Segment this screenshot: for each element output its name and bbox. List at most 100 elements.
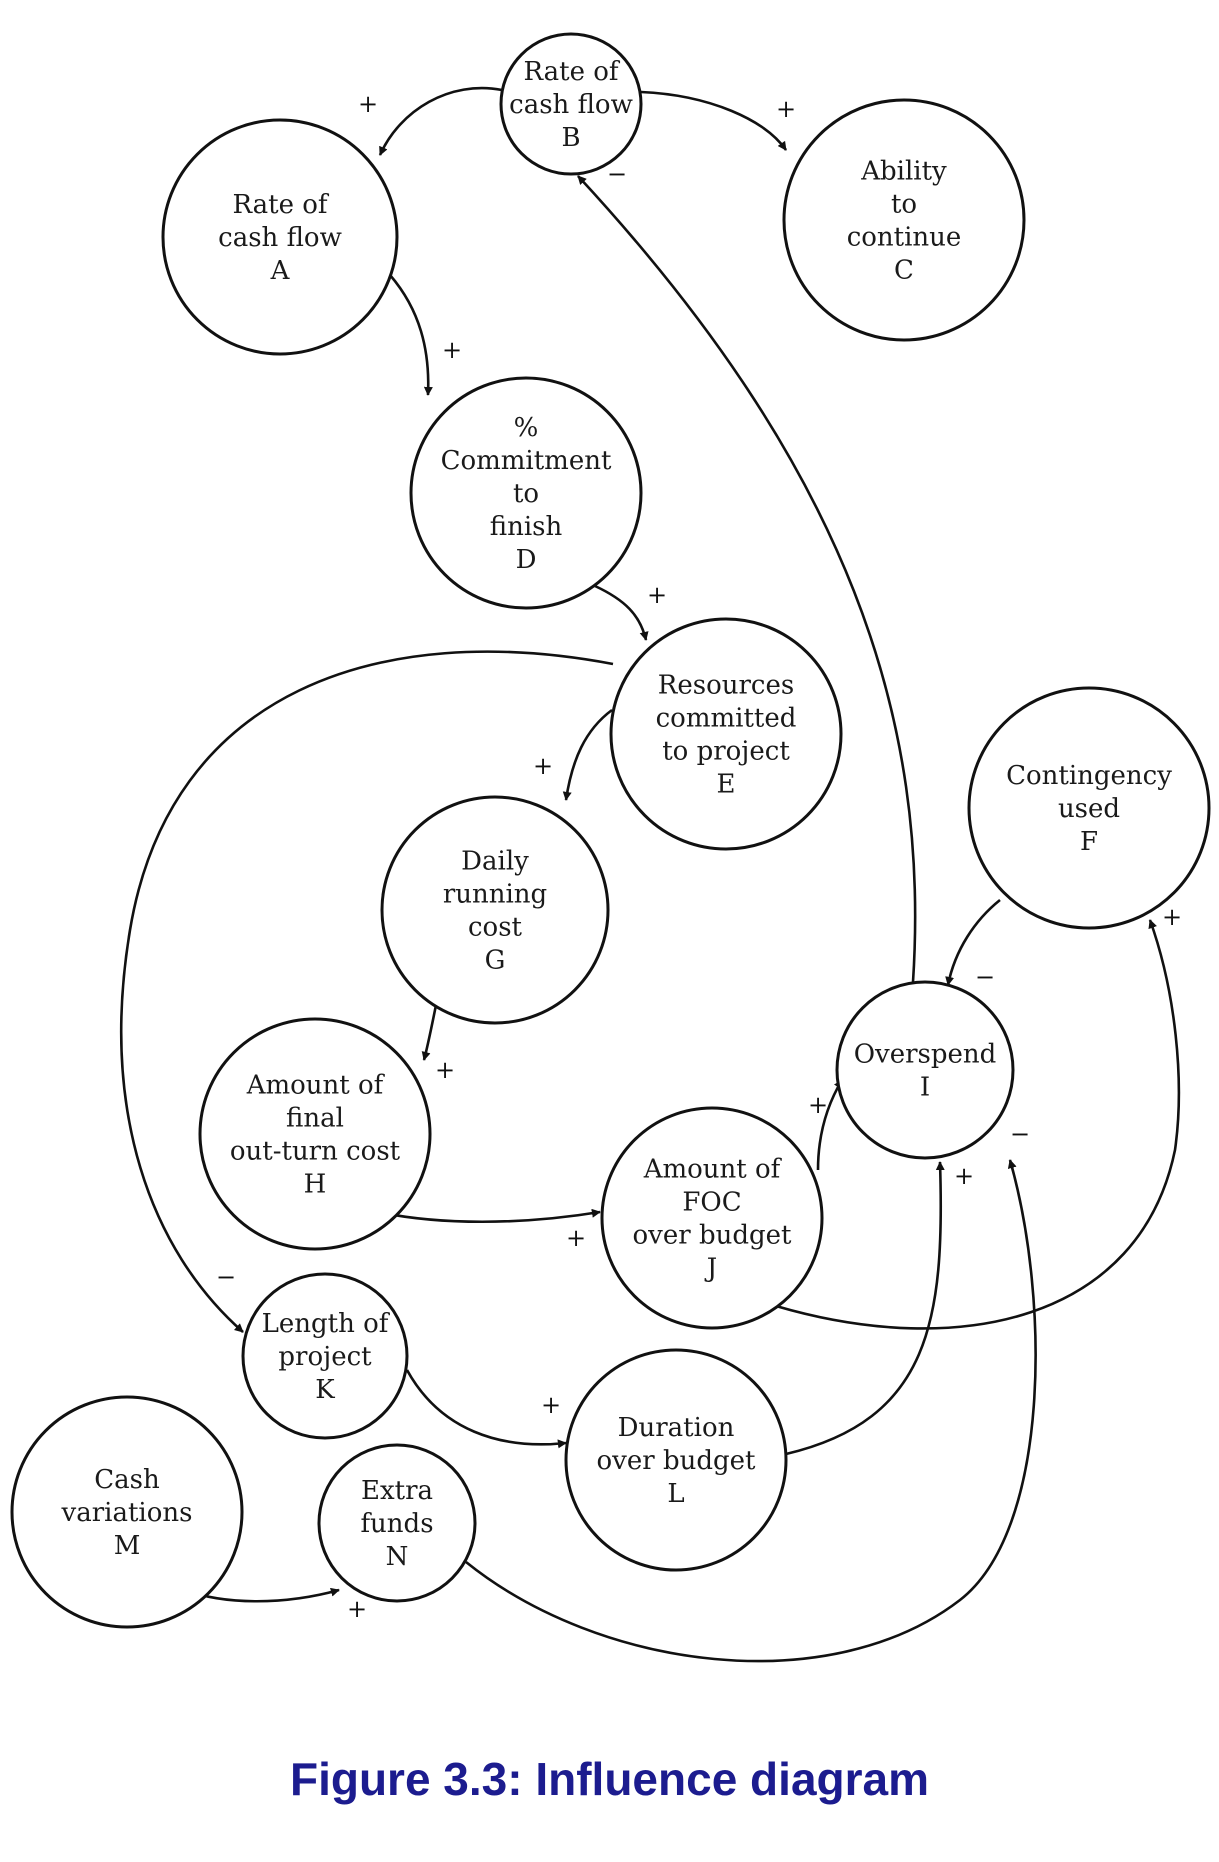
node-label-line: cash flow xyxy=(218,223,342,253)
node-label-line: Resources xyxy=(658,671,794,701)
node-label-line: project xyxy=(278,1342,372,1372)
node-label-line: Ability xyxy=(860,157,947,187)
node-label-line: funds xyxy=(360,1509,433,1539)
node-circle xyxy=(600,1106,824,1330)
edge-sign: + xyxy=(808,1091,828,1119)
node-label-line: F xyxy=(1080,827,1098,857)
node-circle xyxy=(967,686,1211,930)
node-circle xyxy=(609,617,843,851)
edge-sign: + xyxy=(647,581,667,609)
node-label-line: G xyxy=(485,946,506,976)
node-label-line: continue xyxy=(847,223,962,253)
node-label-line: final xyxy=(286,1104,344,1134)
node-circle xyxy=(161,118,399,356)
node-circle xyxy=(409,376,643,610)
node-circle xyxy=(10,1395,244,1629)
node-label-line: Commitment xyxy=(441,446,612,476)
edge-i-to-b xyxy=(577,175,917,983)
node-label-line: to xyxy=(891,190,917,220)
node-label-line: Daily xyxy=(461,847,529,877)
node-label-line: D xyxy=(516,545,537,575)
node-label-line: A xyxy=(270,256,291,286)
edge-sign: + xyxy=(347,1595,367,1623)
node-label-line: Cash xyxy=(94,1465,160,1495)
edge-sign: + xyxy=(435,1056,455,1084)
node-label-line: M xyxy=(114,1531,141,1561)
node-circle xyxy=(198,1017,432,1251)
edge-sign: − xyxy=(975,963,995,991)
node-circle xyxy=(241,1272,409,1440)
node-circle xyxy=(499,32,643,176)
node-label-line: I xyxy=(920,1073,930,1103)
edge-sign: + xyxy=(1162,903,1182,931)
node-label-line: Rate of xyxy=(523,57,620,87)
edge-n-to-i xyxy=(465,1159,1037,1663)
node-circle xyxy=(380,795,610,1025)
node-label-line: Contingency xyxy=(1006,761,1172,791)
edge-sign: + xyxy=(541,1391,561,1419)
node-label-line: Extra xyxy=(361,1476,433,1506)
node-label-line: to project xyxy=(662,737,790,767)
node-label-line: N xyxy=(386,1542,409,1572)
node-circle xyxy=(564,1348,788,1572)
node-label-line: over budget xyxy=(597,1446,756,1476)
node-label-line: Rate of xyxy=(232,190,329,220)
node-label-line: Length of xyxy=(262,1309,391,1339)
node-label-line: H xyxy=(304,1170,327,1200)
edge-sign: + xyxy=(776,95,796,123)
node-label-line: variations xyxy=(61,1498,193,1528)
edge-e-to-g xyxy=(562,708,613,801)
edge-k-to-l xyxy=(405,1369,567,1449)
node-label-line: Duration xyxy=(618,1413,735,1443)
edge-sign: + xyxy=(358,90,378,118)
edge-b-to-a xyxy=(378,86,503,156)
signs-layer: +++++−++++−−+++− xyxy=(216,90,1182,1623)
edge-sign: − xyxy=(607,160,627,188)
node-circle xyxy=(782,98,1026,342)
edges-layer xyxy=(120,86,1181,1663)
node-label-line: over budget xyxy=(633,1221,792,1251)
edge-d-to-e xyxy=(594,584,649,641)
node-label-line: to xyxy=(513,479,539,509)
node-label-line: B xyxy=(561,123,580,153)
node-label-line: finish xyxy=(490,512,563,542)
node-label-line: out-turn cost xyxy=(230,1137,401,1167)
node-label-line: L xyxy=(667,1479,684,1509)
node-label-line: % xyxy=(514,413,539,443)
edge-h-to-j xyxy=(377,1208,601,1224)
node-circle xyxy=(317,1443,477,1603)
edge-l-to-i xyxy=(785,1161,945,1456)
edge-g-to-h xyxy=(421,1004,438,1061)
node-label-line: C xyxy=(894,256,914,286)
edge-a-to-d xyxy=(389,274,433,396)
edge-e-to-k xyxy=(120,650,614,1333)
node-label-line: Overspend xyxy=(854,1040,997,1070)
edge-sign: + xyxy=(954,1162,974,1190)
edge-sign: + xyxy=(442,336,462,364)
edge-sign: − xyxy=(216,1263,236,1291)
edge-f-to-i xyxy=(945,898,1001,986)
node-label-line: committed xyxy=(656,704,797,734)
edge-j-to-f xyxy=(775,919,1181,1330)
edge-b-to-c xyxy=(640,90,788,151)
node-label-line: J xyxy=(704,1254,717,1284)
node-label-line: K xyxy=(315,1375,335,1405)
edge-sign: + xyxy=(533,752,553,780)
node-label-line: cost xyxy=(468,913,523,943)
node-label-line: running xyxy=(443,880,547,910)
node-label-line: Amount of xyxy=(643,1155,783,1185)
figure-caption: Figure 3.3: Influence diagram xyxy=(289,1753,930,1805)
